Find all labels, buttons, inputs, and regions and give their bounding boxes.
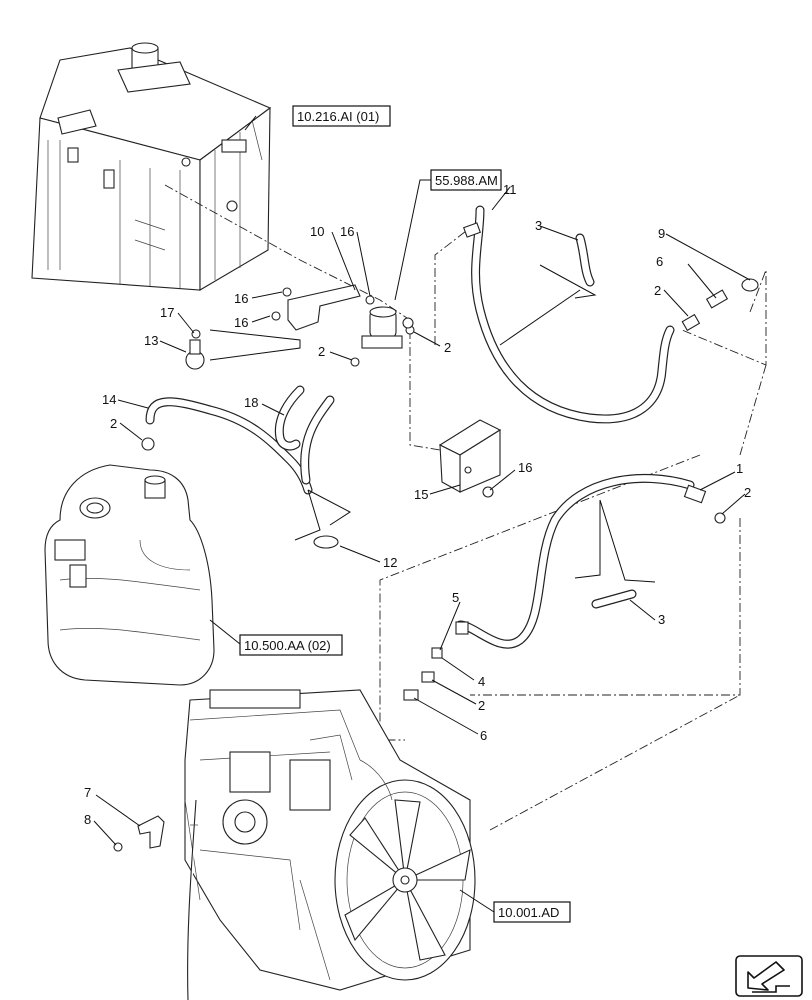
callout-13: 13	[144, 333, 158, 348]
callout-12: 12	[383, 555, 397, 570]
bracket-15	[438, 419, 502, 493]
callout-3: 3	[658, 612, 665, 627]
callout-16: 16	[234, 315, 248, 330]
ref-engine-label: 10.001.AD	[498, 905, 559, 920]
callout-2: 2	[744, 485, 751, 500]
callout-6: 6	[480, 728, 487, 743]
callout-16: 16	[340, 224, 354, 239]
fittings	[141, 222, 759, 701]
callout-2: 2	[654, 283, 661, 298]
callout-2: 2	[110, 416, 117, 431]
ref-cab-label: 10.216.AI (01)	[297, 109, 379, 124]
bracket-assembly	[209, 284, 415, 367]
cab-illustration	[31, 42, 272, 291]
callout-3: 3	[535, 218, 542, 233]
callout-1: 1	[736, 461, 743, 476]
bracket-7	[113, 815, 165, 852]
callout-16: 16	[518, 460, 532, 475]
arrow-navigation-icon[interactable]	[735, 955, 803, 997]
callout-2: 2	[478, 698, 485, 713]
fuel-tank-illustration	[44, 464, 215, 686]
callout-4: 4	[478, 674, 485, 689]
callout-14: 14	[102, 392, 116, 407]
connection-lines	[164, 184, 767, 831]
callout-17: 17	[160, 305, 174, 320]
callout-2: 2	[318, 344, 325, 359]
callout-18: 18	[244, 395, 258, 410]
clamp-13	[185, 329, 205, 370]
callouts: 1 2 2 2 2 2 2 3 3 4 5 6 6 7 8 9 10 11 12…	[84, 182, 751, 827]
engine-illustration	[184, 689, 476, 1000]
callout-8: 8	[84, 812, 91, 827]
callout-15: 15	[414, 487, 428, 502]
leader-lines	[93, 115, 751, 913]
callout-16: 16	[234, 291, 248, 306]
callout-5: 5	[452, 590, 459, 605]
callout-11: 11	[503, 182, 517, 197]
ref-valve-label: 55.988.AM	[435, 173, 498, 188]
callout-2: 2	[444, 340, 451, 355]
section-markers	[294, 264, 656, 583]
callout-6: 6	[656, 254, 663, 269]
callout-9: 9	[658, 226, 665, 241]
ref-valve[interactable]: 55.988.AM	[430, 169, 502, 191]
ref-tank[interactable]: 10.500.AA (02)	[239, 634, 343, 656]
callout-7: 7	[84, 785, 91, 800]
ref-tank-label: 10.500.AA (02)	[244, 638, 331, 653]
ref-engine[interactable]: 10.001.AD	[493, 901, 571, 923]
callout-10: 10	[310, 224, 324, 239]
hoses	[145, 205, 695, 649]
o-ring-12	[313, 535, 339, 549]
ref-cab[interactable]: 10.216.AI (01)	[292, 105, 391, 127]
